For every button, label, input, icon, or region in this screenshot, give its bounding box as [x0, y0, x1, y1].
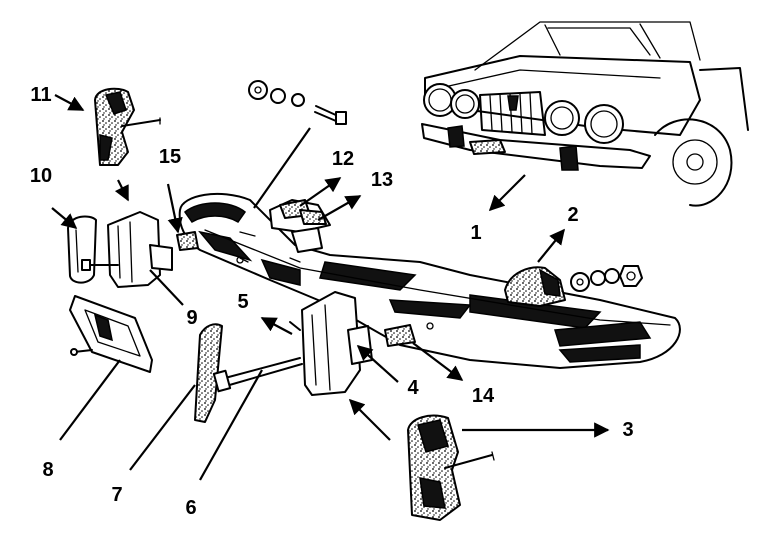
callout-8: 8 [42, 459, 54, 481]
callout-9: 9 [186, 307, 198, 329]
part-15-block [176, 231, 199, 251]
part-14-block [384, 324, 416, 347]
callout-10: 10 [29, 165, 53, 187]
callout-2: 2 [567, 204, 579, 226]
callout-15: 15 [158, 146, 182, 168]
car-front-illustration [421, 21, 749, 207]
callout-6: 6 [185, 497, 197, 519]
top-bolt-and-washers [248, 80, 347, 125]
callout-3: 3 [622, 419, 634, 441]
callout-5: 5 [237, 291, 249, 313]
callout-1: 1 [470, 222, 482, 244]
part-2-mount-bracket [504, 265, 643, 307]
part-10-rubber-pad [67, 215, 97, 284]
part-7-rubber-strip [194, 323, 223, 423]
callout-14: 14 [471, 385, 495, 407]
callout-11: 11 [30, 84, 52, 106]
part-3-overrider [407, 414, 495, 521]
bumper-bar [178, 193, 681, 369]
callout-7: 7 [111, 484, 123, 506]
part-9-overrider [81, 211, 173, 288]
part-11-overrider-rubber [94, 87, 161, 166]
callout-12: 12 [331, 148, 355, 170]
part-6-bolt [212, 357, 303, 393]
part-8-plate-bracket [69, 295, 153, 373]
callout-13: 13 [370, 169, 394, 191]
callout-4: 4 [407, 377, 419, 399]
leader-lines [51, 94, 610, 481]
